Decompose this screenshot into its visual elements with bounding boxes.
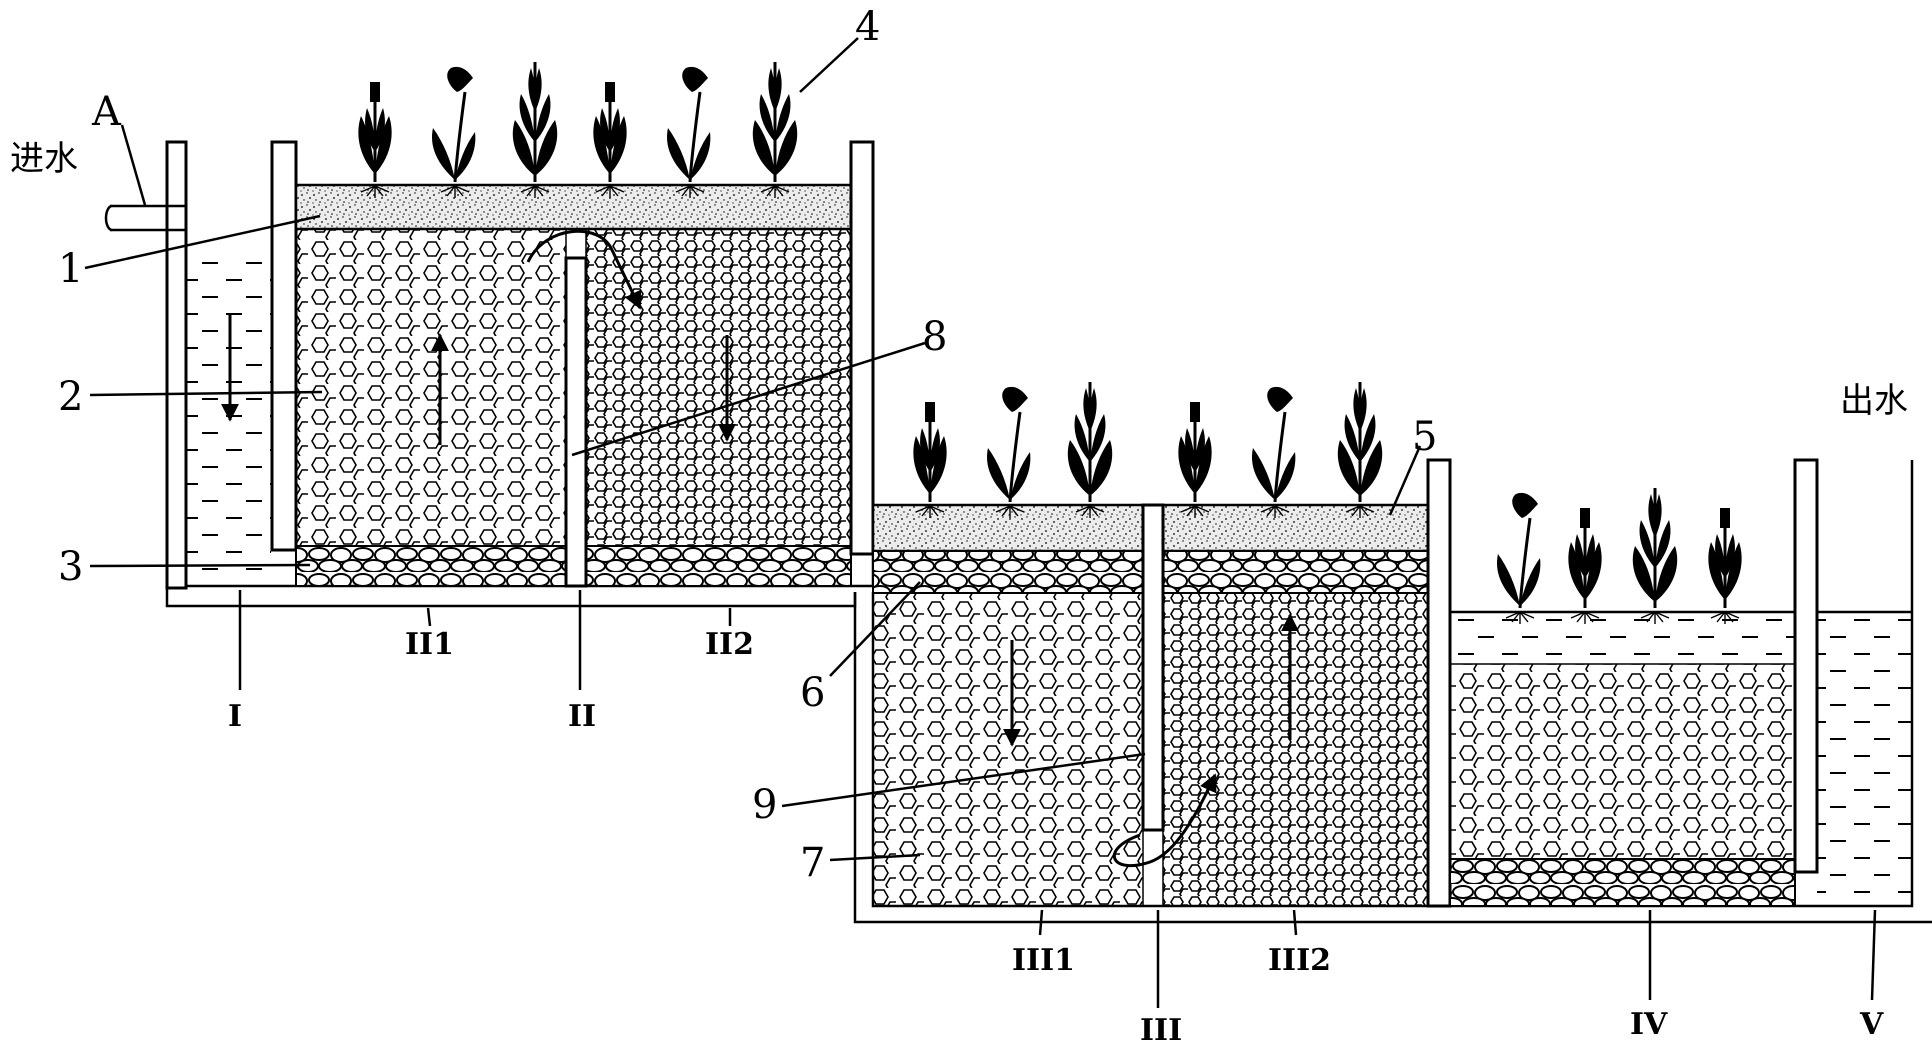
label-8: 8 [922, 314, 947, 360]
gravel-IV [1449, 858, 1796, 907]
chamber-I-left-wall [165, 140, 188, 590]
chamber-V-water [1817, 612, 1912, 906]
media-IV [1449, 663, 1796, 860]
upper-unit [104, 60, 875, 608]
upper-plants [356, 60, 799, 199]
label-outlet: 出水 [1840, 381, 1908, 421]
label-4: 4 [855, 4, 880, 50]
lower-flow-arrows [1003, 613, 1299, 868]
label-A: A [91, 89, 122, 135]
label-9: 9 [752, 782, 777, 828]
chamber-IV-water-top [1450, 612, 1795, 664]
lower-plants [911, 380, 1384, 519]
media-III1 [872, 592, 1144, 907]
upper-right-wall [849, 140, 875, 556]
label-inlet: 进水 [10, 139, 78, 179]
lower-unit [853, 380, 1932, 924]
label-II2: II2 [705, 627, 754, 662]
labels: A 进水 出水 1 2 3 4 5 6 7 8 9 I II1 II II2 I… [10, 4, 1908, 1044]
upper-flow-arrows [221, 229, 736, 445]
label-7: 7 [800, 840, 825, 886]
leader-lines [84, 37, 1877, 1008]
label-II1: II1 [405, 627, 454, 662]
label-2: 2 [58, 374, 83, 420]
label-III1: III1 [1012, 943, 1075, 978]
label-III: III [1140, 1013, 1182, 1044]
label-IV: IV [1630, 1007, 1668, 1042]
inlet-pipe [110, 204, 186, 232]
chamber-I-water [184, 250, 271, 586]
label-3: 3 [58, 544, 83, 590]
chamber-I-divider [270, 140, 298, 552]
wall-III-IV [1426, 458, 1452, 908]
label-V: V [1859, 1007, 1884, 1042]
wall-IV-V [1793, 458, 1819, 874]
inlet-pipe-end [104, 204, 113, 232]
label-III2: III2 [1268, 943, 1331, 978]
chamber-IV-plants [1495, 486, 1744, 625]
media-II1 [295, 228, 567, 547]
label-1: 1 [58, 246, 83, 292]
label-II: II [568, 699, 596, 734]
label-I: I [228, 699, 242, 734]
label-6: 6 [800, 670, 825, 716]
baffle-9 [1141, 503, 1165, 832]
media-III2 [1162, 592, 1429, 907]
label-5: 5 [1412, 414, 1437, 460]
baffle-8 [564, 256, 588, 588]
